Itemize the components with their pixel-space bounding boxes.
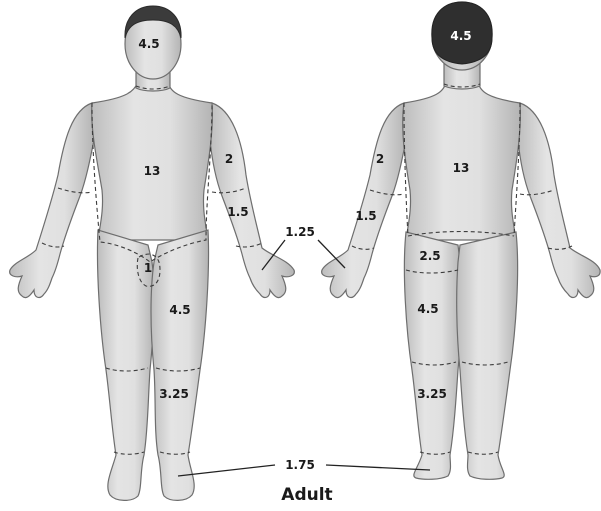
front-figure: 4.5 13 2 1.5 1.25 1 4.5 3.25 xyxy=(10,6,315,500)
back-buttock-value: 2.5 xyxy=(419,249,440,263)
front-upper-arm-value: 2 xyxy=(225,152,233,166)
front-foot-leader-line xyxy=(178,465,275,476)
back-head-value: 4.5 xyxy=(450,29,471,43)
front-genital-value: 1 xyxy=(144,261,152,275)
front-forearm-value: 1.5 xyxy=(227,205,248,219)
back-lower-leg-value: 3.25 xyxy=(417,387,447,401)
back-forearm-value: 1.5 xyxy=(355,209,376,223)
back-foot-leader-line xyxy=(326,465,430,470)
back-right-arm xyxy=(518,103,600,298)
back-trunk-value: 13 xyxy=(453,161,470,175)
figure-caption: Adult xyxy=(281,485,332,505)
back-thigh-value: 4.5 xyxy=(417,302,438,316)
front-torso xyxy=(92,82,213,240)
front-head-value: 4.5 xyxy=(138,37,159,51)
back-figure: 4.5 13 2 1.5 2.5 4.5 3.25 xyxy=(322,2,600,479)
front-right-leg xyxy=(151,230,209,500)
front-left-arm xyxy=(10,103,94,298)
foot-value: 1.75 xyxy=(285,458,315,472)
front-thigh-value: 4.5 xyxy=(169,303,190,317)
back-left-arm xyxy=(322,103,406,298)
front-trunk-value: 13 xyxy=(144,164,161,178)
back-right-leg xyxy=(457,232,518,479)
front-hand-value: 1.25 xyxy=(285,225,315,239)
front-right-arm xyxy=(210,103,294,298)
back-upper-arm-value: 2 xyxy=(376,152,384,166)
back-left-leg xyxy=(404,232,461,479)
front-lower-leg-value: 3.25 xyxy=(159,387,189,401)
